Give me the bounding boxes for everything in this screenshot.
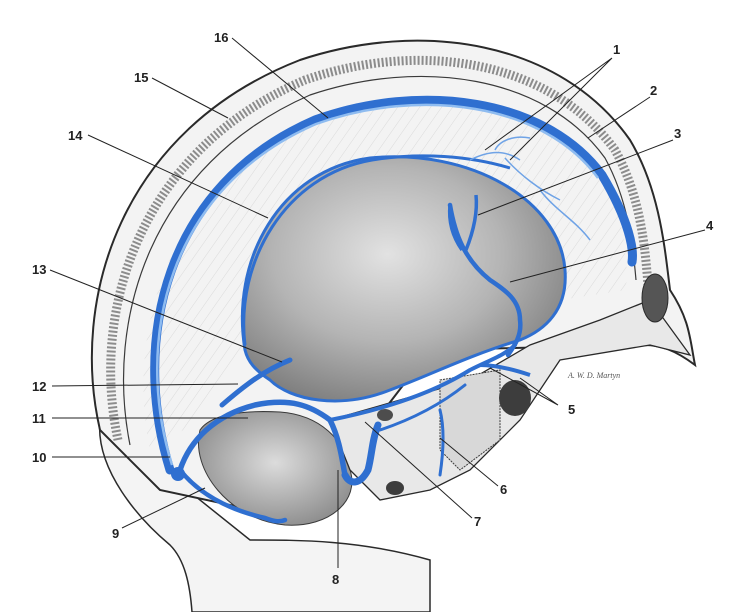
number-labels: 1 2 3 4 5 6 7 8 9 10 11 12 13 14 15 16 <box>32 30 714 587</box>
leader-14 <box>87 134 269 219</box>
leader-16 <box>231 37 329 119</box>
label-12: 12 <box>32 379 46 394</box>
vein-branch-a <box>447 204 464 252</box>
confluence-of-sinuses <box>171 467 185 481</box>
label-9: 9 <box>112 526 119 541</box>
leader-2 <box>587 96 651 139</box>
label-1: 1 <box>613 42 620 57</box>
dura-cavity <box>240 155 567 403</box>
superior-cerebral-veins <box>469 136 591 241</box>
orbit-opening <box>641 273 669 323</box>
superior-sagittal-sinus <box>150 95 637 475</box>
leader-15 <box>151 77 229 119</box>
leader-5 <box>489 367 559 406</box>
sphenoid-body <box>439 369 501 471</box>
label-15: 15 <box>134 70 148 85</box>
superior-petrosal-sinus <box>328 343 517 422</box>
label-8: 8 <box>332 572 339 587</box>
leader-6 <box>439 437 499 487</box>
vein-branch-b <box>464 194 479 251</box>
label-16: 16 <box>214 30 228 45</box>
leader-3 <box>477 139 674 216</box>
leader-7 <box>364 421 473 519</box>
label-10: 10 <box>32 450 46 465</box>
label-6: 6 <box>500 482 507 497</box>
occipital-sinus <box>177 467 288 524</box>
label-13: 13 <box>32 262 46 277</box>
label-2: 2 <box>650 83 657 98</box>
label-3: 3 <box>674 126 681 141</box>
straight-sinus <box>219 357 293 408</box>
foramen-opening <box>386 481 404 495</box>
inferior-petrosal-sinus <box>378 383 467 477</box>
inferior-sagittal-sinus <box>242 154 511 346</box>
label-5: 5 <box>568 402 575 417</box>
label-11: 11 <box>32 411 46 426</box>
sigmoid-sinus <box>341 421 382 486</box>
neck-outline <box>98 418 431 612</box>
leader-4 <box>509 229 706 283</box>
leader-13 <box>49 269 283 363</box>
leader-12 <box>51 383 239 387</box>
superficial-middle-cerebral-vein <box>447 202 523 358</box>
artist-signature: A. W. D. Martyn <box>567 371 620 380</box>
posterior-cranial-fossa <box>198 411 353 526</box>
transverse-sinus <box>177 399 348 478</box>
skull-inner-table <box>122 75 637 446</box>
foramen-opening-2 <box>377 409 393 421</box>
leader-9 <box>121 487 206 529</box>
cavernous-sinus-veins <box>479 363 531 377</box>
label-14: 14 <box>68 128 83 143</box>
superior-sagittal-sinus-highlight <box>156 103 600 466</box>
skull-bone-layer <box>106 55 653 441</box>
sphenoid-sinus-opening <box>499 380 531 416</box>
label-4: 4 <box>706 218 714 233</box>
leader-lines <box>49 37 706 568</box>
leader-1 <box>484 57 613 161</box>
label-7: 7 <box>474 514 481 529</box>
